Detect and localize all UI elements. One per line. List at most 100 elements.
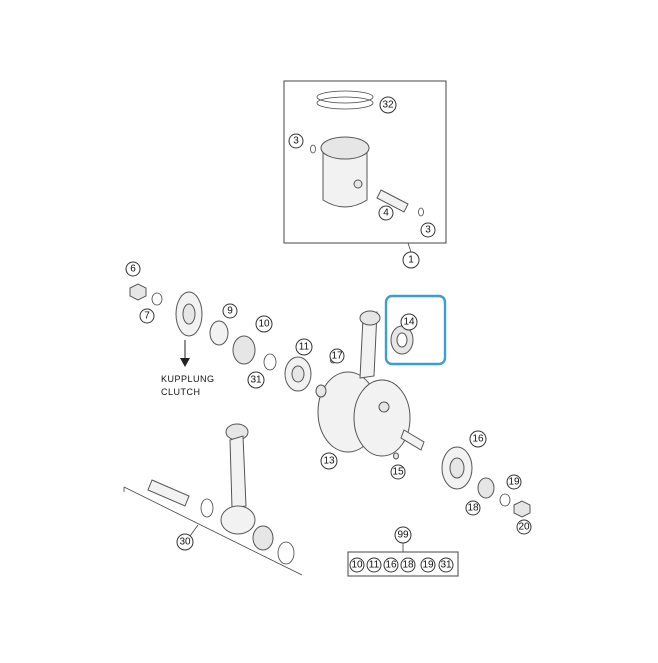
crank-pin-hole: [378, 401, 390, 413]
callout-4[interactable]: 4: [378, 205, 394, 221]
callout-9-label: 9: [227, 306, 233, 317]
callout-99[interactable]: 99: [394, 526, 412, 544]
kit-99-item-19[interactable]: 19: [420, 557, 436, 573]
piston-pin: [376, 189, 409, 213]
leader-30: [189, 524, 199, 537]
callout-15-label: 15: [392, 467, 404, 478]
callout-6-label: 6: [130, 264, 136, 275]
callout-20[interactable]: 20: [516, 519, 532, 535]
nut: [129, 283, 147, 301]
kit-99-group: 10 11 16 18 19 31: [347, 542, 459, 577]
callout-11[interactable]: 11: [295, 338, 313, 356]
kit-99-item-31[interactable]: 31: [438, 557, 454, 573]
piston-ring-bottom: [316, 96, 374, 110]
spacer-ring: [209, 320, 229, 346]
kit-99-item-11[interactable]: 11: [366, 557, 382, 573]
circlip-right: [418, 207, 424, 217]
callout-1-label: 1: [408, 255, 414, 266]
seal-right: [477, 477, 495, 499]
conrod-shank: [229, 435, 247, 509]
callout-30[interactable]: 30: [176, 533, 194, 551]
label-clutch: CLUTCH: [161, 387, 201, 397]
callout-3-top-label: 3: [293, 136, 299, 147]
clutch-side-parts: KUPPLUNG CLUTCH: [129, 283, 312, 397]
kit-item-label: 16: [385, 560, 397, 571]
callout-18-label: 18: [467, 503, 479, 514]
callout-31-label: 31: [250, 375, 262, 386]
small-end-eye: [359, 310, 381, 326]
conrod-kit-bracket-top: [123, 486, 303, 576]
main-bearing-left-bore: [291, 365, 305, 383]
piston-body: [322, 149, 368, 208]
callout-18[interactable]: 18: [465, 500, 481, 516]
conrod-thrust-washer: [200, 498, 214, 518]
callout-13[interactable]: 13: [320, 452, 338, 470]
callout-1[interactable]: 1: [402, 251, 420, 269]
callout-9[interactable]: 9: [222, 303, 238, 319]
kit-item-label: 19: [422, 560, 434, 571]
crank-journal-right: [400, 429, 425, 451]
kit-99-frame: [347, 551, 459, 577]
callout-16[interactable]: 16: [469, 430, 487, 448]
woodruff-key-right: [393, 452, 399, 460]
washer: [151, 292, 163, 306]
shaft-seal: [232, 335, 256, 365]
callout-19[interactable]: 19: [506, 474, 522, 490]
callout-4-label: 4: [383, 208, 389, 219]
kit-item-label: 31: [440, 560, 452, 571]
callout-3-bottom[interactable]: 3: [420, 222, 436, 238]
circlip-left: [310, 144, 316, 154]
callout-32[interactable]: 32: [379, 96, 397, 114]
callout-99-label: 99: [397, 530, 409, 541]
callout-13-label: 13: [323, 456, 335, 467]
primary-gear-hub: [182, 303, 196, 325]
kit-99-item-18[interactable]: 18: [400, 557, 416, 573]
callout-14[interactable]: 14: [400, 313, 418, 331]
piston-group-frame: [283, 80, 447, 244]
clutch-arrow-head: [180, 358, 190, 367]
piston-crown: [320, 136, 370, 160]
callout-7-label: 7: [144, 311, 150, 322]
conrod-needle-bearing: [252, 525, 274, 551]
kit-99-item-16[interactable]: 16: [383, 557, 399, 573]
callout-16-label: 16: [472, 434, 484, 445]
crank-journal-left: [315, 384, 327, 398]
piston-group: [283, 80, 447, 253]
nut-right: [513, 500, 531, 518]
callout-15[interactable]: 15: [390, 464, 406, 480]
conrod-washer: [277, 541, 295, 565]
kit-item-label: 10: [351, 560, 363, 571]
callout-14-label: 14: [403, 317, 415, 328]
kit-item-label: 11: [369, 560, 380, 571]
needle-bearing-small-end-bore: [396, 332, 408, 348]
kit-99-item-10[interactable]: 10: [349, 557, 365, 573]
highlight-box[interactable]: [384, 294, 447, 366]
callout-11-label: 11: [299, 342, 310, 353]
conrod-piston-pin: [147, 479, 190, 507]
crank-web-right: [353, 379, 411, 457]
conrod-kit: [123, 423, 303, 576]
callout-17-label: 17: [331, 351, 343, 362]
o-ring: [263, 353, 277, 371]
leader-1: [407, 242, 412, 253]
callout-10-label: 10: [258, 319, 270, 330]
callout-30-label: 30: [179, 537, 191, 548]
label-kupplung: KUPPLUNG: [161, 374, 215, 384]
callout-17[interactable]: 17: [329, 348, 345, 364]
washer-right: [499, 493, 511, 507]
callout-31[interactable]: 31: [247, 371, 265, 389]
callout-20-label: 20: [518, 522, 530, 533]
callout-32-label: 32: [382, 100, 394, 111]
callout-19-label: 19: [508, 477, 520, 488]
callout-3-top[interactable]: 3: [288, 133, 304, 149]
callout-7[interactable]: 7: [139, 308, 155, 324]
piston-ring-top: [316, 90, 374, 104]
kit-item-label: 18: [402, 560, 414, 571]
callout-6[interactable]: 6: [125, 261, 141, 277]
piston-pin-bore: [353, 179, 363, 189]
callout-10[interactable]: 10: [255, 315, 273, 333]
callout-3-bottom-label: 3: [425, 225, 431, 236]
conrod-big-end: [220, 505, 256, 535]
